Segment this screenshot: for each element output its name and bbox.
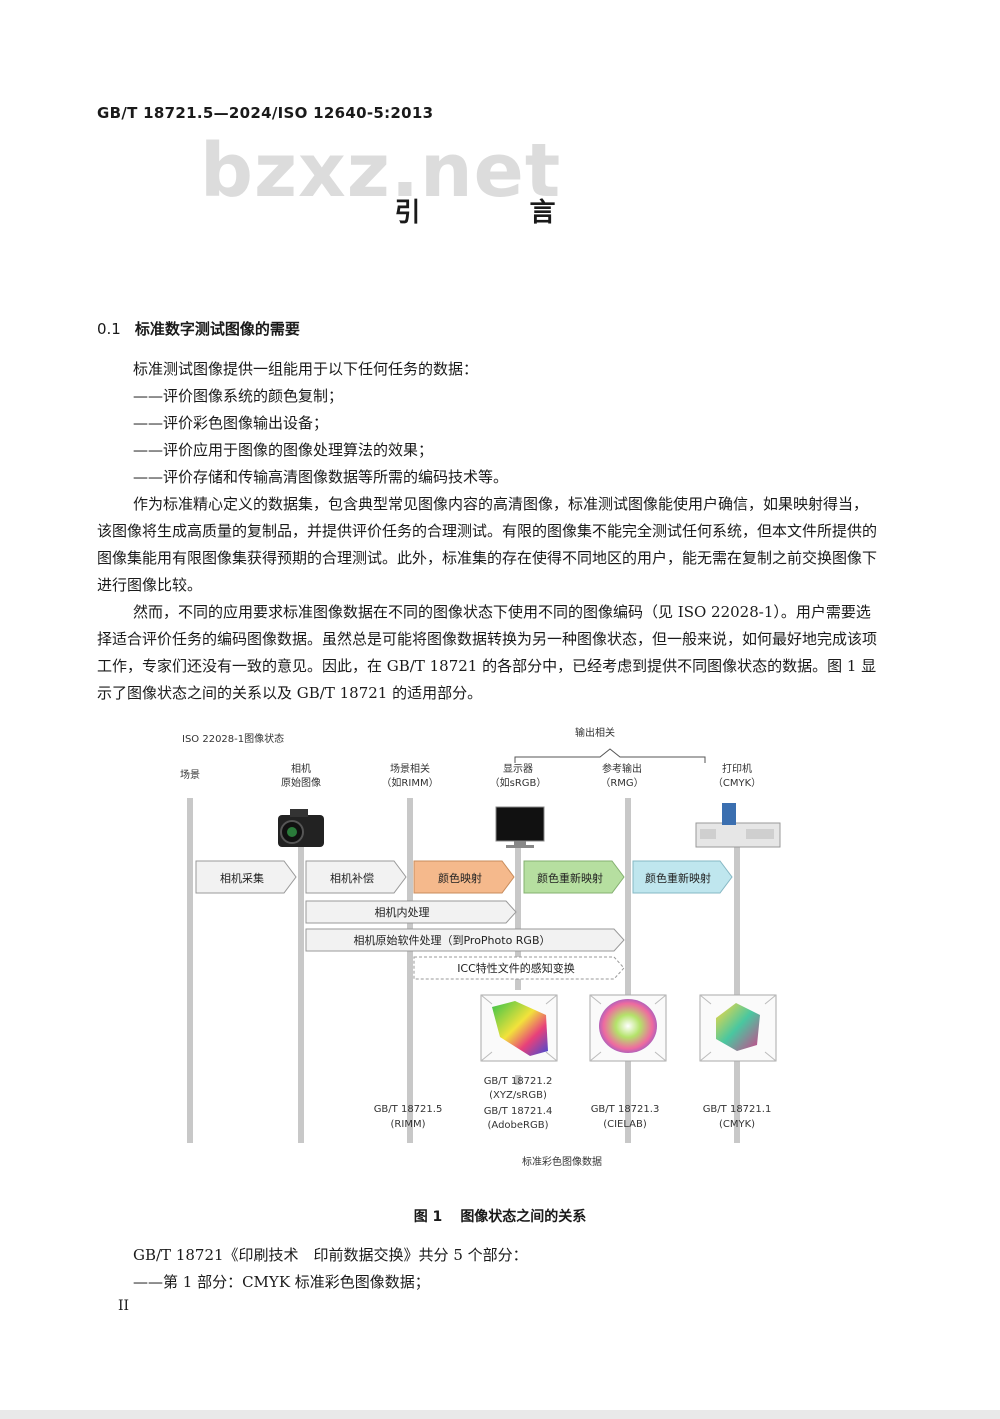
page-number: II: [118, 1298, 130, 1314]
arrow-color-mapping: [413, 860, 515, 894]
part-label-2: GB/T 18721.2: [484, 1076, 553, 1087]
list-item: ——评价图像系统的颜色复制；: [133, 387, 344, 405]
arrow-color-mapping-label: 颜色映射: [438, 871, 482, 885]
paragraph: 作为标准精心定义的数据集，包含典型常见图像内容的高清图像，标准测试图像能使用户确…: [97, 495, 878, 594]
arrow-in-camera-processing: [305, 900, 517, 924]
figure-caption-number: 图 1: [413, 1209, 443, 1225]
standard-image-data-label: 标准彩色图像数据: [522, 1155, 602, 1168]
arrow-color-remap-printer-label: 颜色重新映射: [645, 871, 711, 885]
gamut-plot-printer: [699, 994, 777, 1062]
state-line-scene: [187, 798, 193, 1143]
diagram-state-label: ISO 22028-1图像状态: [182, 732, 284, 745]
page-title: 引 言: [394, 198, 606, 228]
state-line-raw: [298, 845, 304, 1143]
section-title: 标准数字测试图像的需要: [134, 320, 300, 338]
state-line-display-lower: [515, 1075, 521, 1085]
paragraph: GB/T 18721《印刷技术 印前数据交换》共分 5 个部分：: [133, 1246, 528, 1264]
arrow-camera-capture: [195, 860, 297, 894]
arrow-raw-software: [305, 928, 625, 952]
arrow-camera-capture-label: 相机采集: [220, 871, 264, 885]
arrow-in-camera-processing-label: 相机内处理: [375, 905, 430, 919]
column-scene-referred-label: 场景相关: [390, 762, 430, 775]
column-display-sublabel: （如sRGB）: [490, 776, 547, 789]
column-printer-label: 打印机: [722, 762, 752, 775]
column-scene-referred-sublabel: （如RIMM）: [381, 776, 438, 789]
arrow-color-remap-display-label: 颜色重新映射: [537, 871, 603, 885]
output-related-label: 输出相关: [575, 726, 615, 739]
page-bottom-band: [0, 1410, 1000, 1419]
part-label-1: GB/T 18721.1: [703, 1104, 772, 1115]
printer-icon: [695, 803, 781, 848]
arrow-camera-compensation-label: 相机补偿: [330, 871, 374, 885]
figure-caption-text: 图像状态之间的关系: [460, 1209, 587, 1225]
arrow-color-remap-printer: [632, 860, 733, 894]
state-line-printer: [734, 845, 740, 1143]
column-display-label: 显示器: [503, 763, 533, 775]
column-scene-label: 场景: [180, 768, 200, 781]
arrow-icc-transform-label: ICC特性文件的感知变换: [457, 961, 575, 975]
column-reference-output-label: 参考输出: [602, 762, 642, 775]
gamut-plot-reference-output: [589, 994, 667, 1062]
list-item: ——评价存储和传输高清图像数据等所需的编码技术等。: [133, 468, 509, 486]
figure-image-state-diagram: ISO 22028-1图像状态 输出相关 场景 相机 原始图像 场景相关 （如R…: [180, 726, 781, 1168]
list-item: ——第 1 部分：CMYK 标准彩色图像数据；: [133, 1273, 430, 1291]
list-item: ——评价应用于图像的图像处理算法的效果；: [133, 441, 434, 459]
standard-header: GB/T 18721.5—2024/ISO 12640-5:2013: [97, 104, 434, 122]
part-label-2-sub: (XYZ/sRGB): [489, 1090, 547, 1101]
state-line-scene-referred: [407, 798, 413, 1143]
body-text-bottom: GB/T 18721《印刷技术 印前数据交换》共分 5 个部分： ——第 1 部…: [97, 1242, 882, 1296]
part-label-1-sub: (CMYK): [719, 1119, 755, 1130]
figure-caption: 图 1 图像状态之间的关系: [0, 1206, 1000, 1226]
camera-icon: [278, 809, 324, 847]
part-label-4: GB/T 18721.4: [484, 1106, 553, 1117]
section-heading: 0.1 标准数字测试图像的需要: [97, 318, 300, 339]
column-reference-output-sublabel: （RMG）: [600, 777, 643, 789]
column-raw-label: 相机: [291, 762, 311, 775]
arrow-icc-transform: [413, 956, 625, 980]
arrow-camera-compensation: [305, 860, 407, 894]
state-line-reference-output: [625, 798, 631, 1143]
paragraph: 然而，不同的应用要求标准图像数据在不同的图像状态下使用不同的图像编码（见 ISO…: [97, 603, 878, 702]
part-label-4-sub: (AdobeRGB): [488, 1120, 549, 1131]
column-raw-sublabel: 原始图像: [281, 776, 321, 789]
intro-paragraph: 标准测试图像提供一组能用于以下任何任务的数据：: [133, 360, 479, 378]
arrow-color-remap-display: [523, 860, 625, 894]
part-label-5-sub: (RIMM): [391, 1119, 426, 1130]
state-line-display: [515, 845, 521, 990]
body-text-top: 标准测试图像提供一组能用于以下任何任务的数据： ——评价图像系统的颜色复制； —…: [97, 356, 882, 707]
part-label-5: GB/T 18721.5: [374, 1104, 443, 1115]
part-label-3-sub: (CIELAB): [603, 1119, 647, 1130]
arrow-raw-software-label: 相机原始软件处理（到ProPhoto RGB）: [353, 933, 550, 947]
gamut-plot-display: [480, 994, 558, 1062]
column-printer-sublabel: （CMYK）: [713, 777, 761, 789]
watermark: bzxz.net: [200, 128, 562, 214]
section-number: 0.1: [97, 320, 121, 338]
output-brace: [514, 748, 706, 763]
part-label-3: GB/T 18721.3: [591, 1104, 660, 1115]
list-item: ——评价彩色图像输出设备；: [133, 414, 329, 432]
monitor-icon: [495, 806, 545, 848]
